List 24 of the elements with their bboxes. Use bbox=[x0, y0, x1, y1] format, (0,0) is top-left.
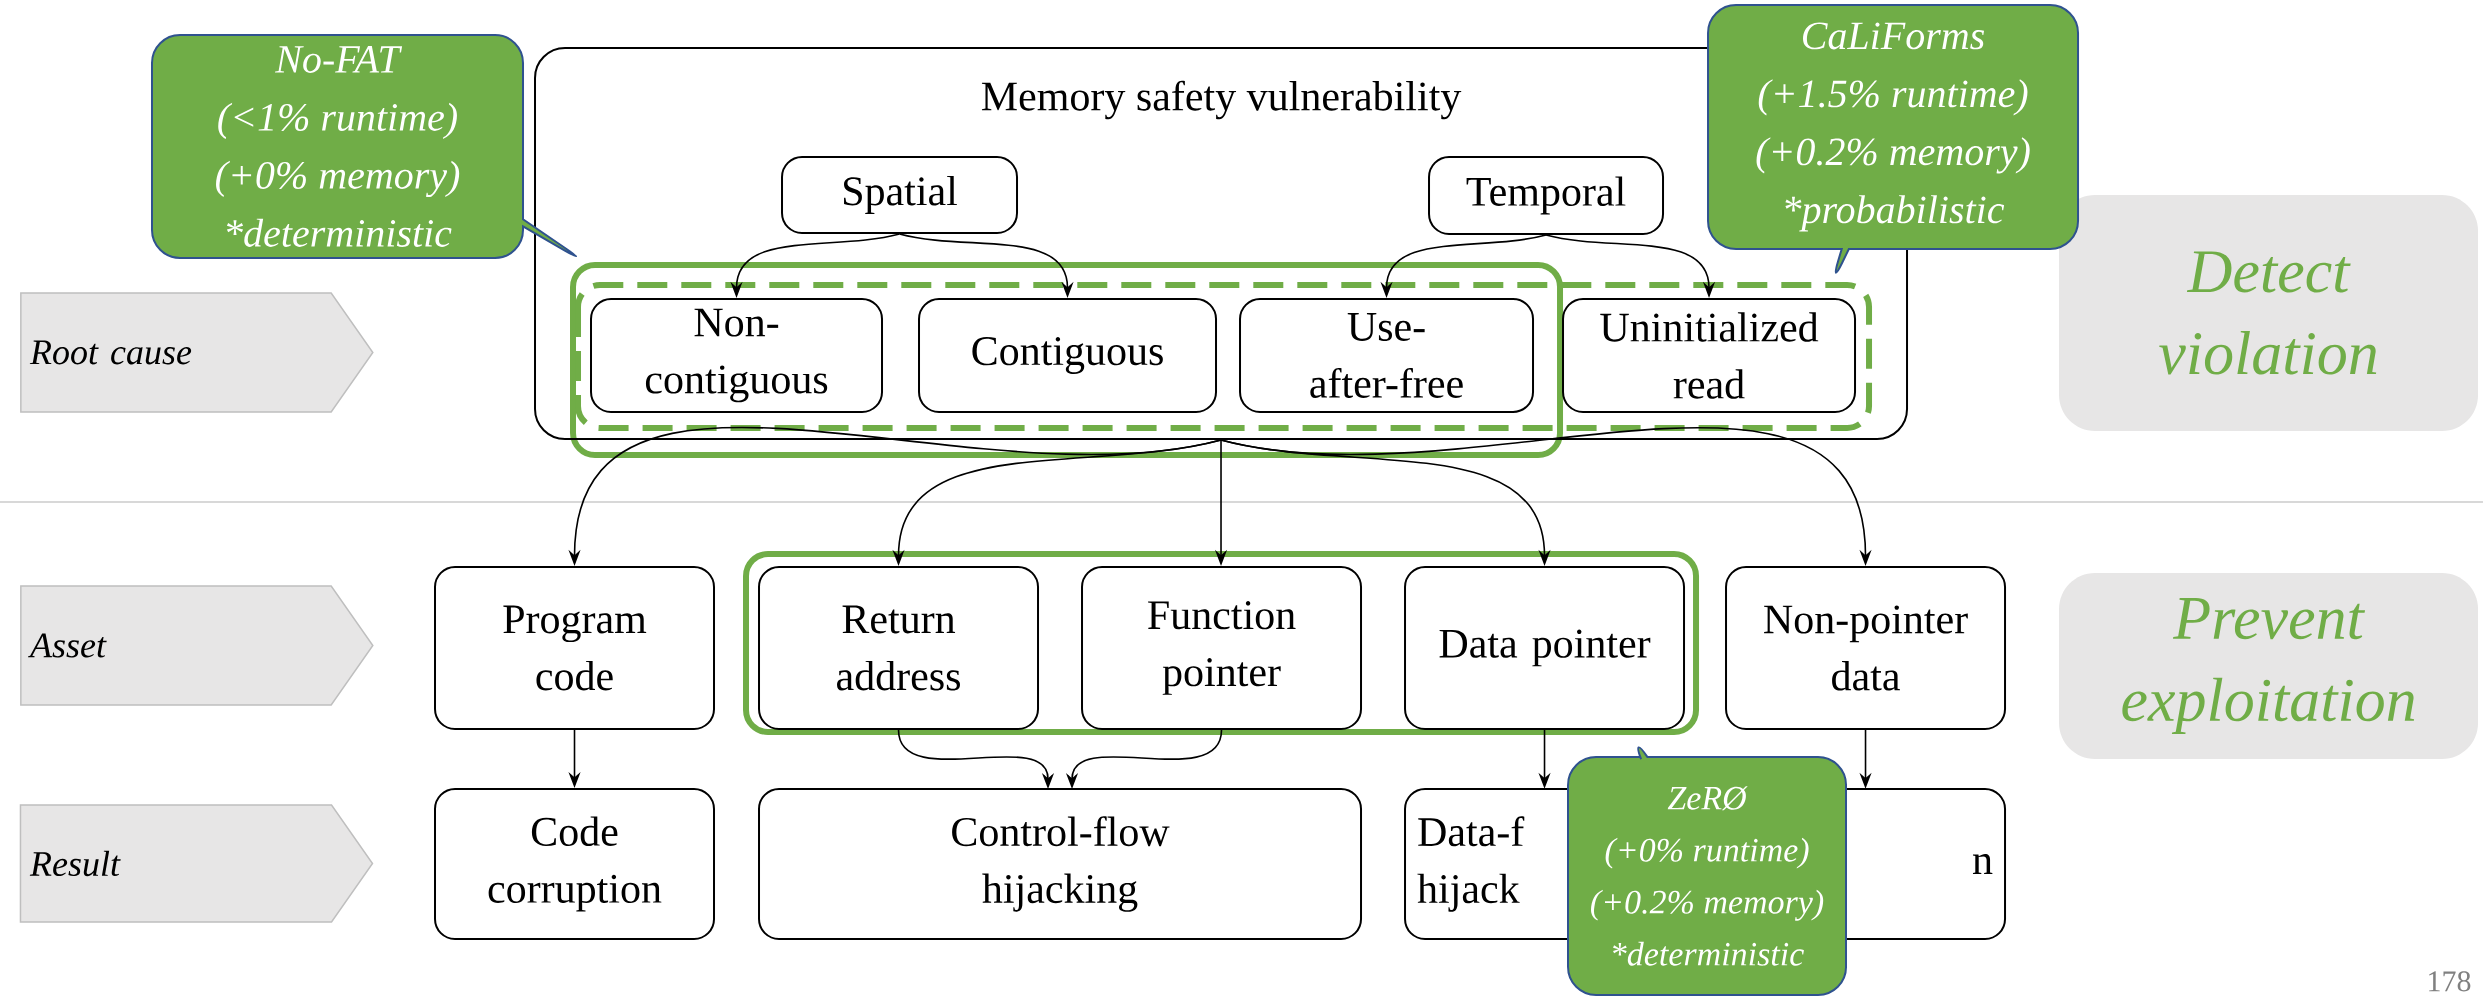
process-box: Spatial bbox=[781, 156, 1018, 234]
process-box: Return address bbox=[758, 566, 1039, 730]
process-box: Control-flow hijacking bbox=[758, 788, 1362, 940]
process-box: Contiguous bbox=[918, 298, 1217, 413]
process-box: Data pointer bbox=[1404, 566, 1685, 730]
process-box: Non-contiguous bbox=[590, 298, 883, 413]
process-box: Data-f hijack bbox=[1404, 788, 1569, 940]
process-box: Temporal bbox=[1428, 156, 1664, 235]
process-box: Use-after-free bbox=[1239, 298, 1534, 413]
page-number: 178 bbox=[2429, 971, 2471, 992]
callout-tooltip: ZeRØ (+0% runtime) (+0.2% memory) *deterministic bbox=[1567, 746, 1848, 996]
process-box: Function pointer bbox=[1081, 566, 1362, 730]
row-label-tag: Result bbox=[19, 804, 374, 923]
process-box: Program code bbox=[434, 566, 715, 730]
process-box: n bbox=[1845, 788, 2007, 940]
callout-tooltip: CaLiForms (+1.5% runtime) (+0.2% memory) *probabilistic bbox=[1707, 4, 2080, 274]
process-box: Code corruption bbox=[434, 788, 715, 940]
process-box: Uninitialized read bbox=[1562, 298, 1857, 413]
process-box: Non-pointer data bbox=[1725, 566, 2007, 730]
row-label-tag: Root cause bbox=[20, 292, 374, 413]
goal-box: Detect violation bbox=[2059, 195, 2479, 431]
goal-box: Prevent exploitation bbox=[2059, 573, 2479, 759]
row-label-tag: Asset bbox=[20, 585, 374, 706]
callout-tooltip: No-FAT (<1% runtime) (+0% memory) *deterministic bbox=[151, 34, 578, 259]
